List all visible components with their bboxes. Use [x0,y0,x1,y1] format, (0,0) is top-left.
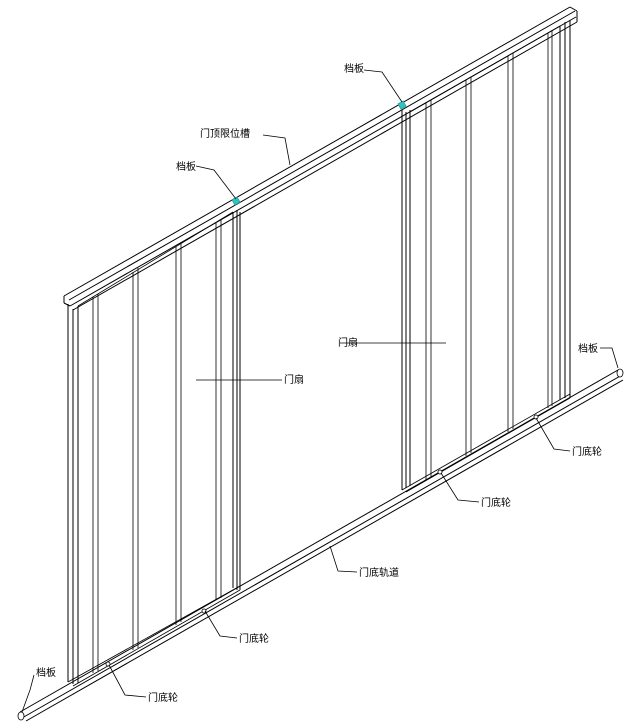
door-panel-right [401,20,571,493]
stop-marker-left [231,196,241,206]
label-top-rail: 门顶限位槽 [200,127,250,140]
label-wheel-right-1: 门底轮 [572,445,602,458]
door-panel-left [67,210,241,687]
labels: 档板 门顶限位槽 档板 门扇 档板 门扇 门底轮 门底轮 门底轨道 门底轮 档板… [36,62,602,704]
label-wheel-left-1: 门底轮 [239,632,269,645]
leader-lines [21,69,619,713]
wheel-left-2 [201,608,207,614]
label-panel-left: 门扇 [284,373,304,386]
track-end-stop-right [616,368,624,378]
label-wheel-right-2: 门底轮 [481,496,511,509]
label-wheel-left-2: 门底轮 [148,691,178,704]
label-stop-top-left: 档板 [176,160,196,173]
track-end-stop-left [17,711,25,721]
label-bottom-track: 门底轨道 [359,566,399,579]
label-stop-bottom-right: 档板 [578,342,598,355]
wheel-right-2 [533,414,539,420]
label-stop-top-right: 档板 [344,62,364,75]
top-rail [63,6,578,311]
label-stop-bottom-left: 档板 [36,666,56,679]
bottom-track [17,368,624,722]
label-panel-right: 门扇 [338,336,358,349]
stop-marker-right [397,100,407,110]
